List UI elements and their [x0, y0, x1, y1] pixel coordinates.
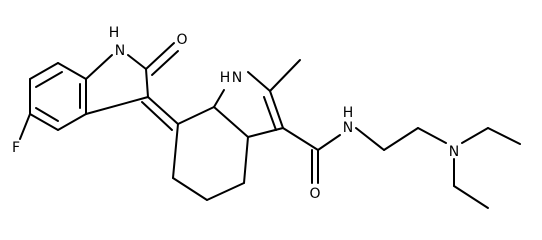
bond	[355, 127, 385, 151]
bond	[243, 136, 249, 184]
bond	[263, 96, 277, 131]
structure-diagram: H N O F H N N H O N	[12, 25, 521, 209]
bond	[461, 127, 489, 144]
bond	[417, 127, 447, 144]
bond	[269, 90, 284, 129]
bond	[57, 62, 87, 80]
bond	[247, 127, 284, 138]
bond	[177, 106, 215, 125]
bond	[206, 182, 245, 201]
bond	[151, 50, 179, 76]
bond	[29, 113, 59, 131]
bond	[85, 96, 149, 115]
bond	[213, 106, 249, 138]
bond	[213, 89, 225, 108]
bond	[57, 113, 87, 131]
atom-label-h: H	[343, 105, 354, 121]
bonds	[19, 42, 521, 209]
bond	[145, 68, 149, 98]
atom-label-o: O	[309, 186, 320, 202]
atom-label-n: N	[232, 70, 242, 86]
bond	[141, 101, 173, 131]
bond	[35, 71, 63, 88]
bond	[487, 127, 521, 145]
bond	[247, 71, 271, 92]
bond	[85, 54, 113, 80]
bond	[29, 62, 59, 80]
atom-label-n: N	[343, 120, 353, 136]
atom-labels: H N O F H N N H O N	[12, 25, 459, 202]
bond	[145, 42, 175, 70]
bond	[317, 134, 341, 151]
bond	[172, 123, 179, 179]
atom-label-h: H	[220, 70, 231, 86]
bond	[453, 185, 489, 209]
bond	[172, 177, 208, 201]
bond	[269, 59, 301, 92]
bond	[127, 54, 147, 70]
atom-label-h: H	[109, 25, 120, 41]
bond	[147, 96, 179, 125]
molecule-canvas: H N O F H N N H O N	[11, 25, 521, 209]
bond	[35, 107, 59, 122]
atom-label-n: N	[449, 144, 459, 160]
bond	[282, 127, 319, 151]
bond	[19, 113, 31, 140]
bond	[383, 127, 419, 151]
atom-label-f: F	[12, 140, 20, 156]
atom-label-n: N	[115, 43, 125, 59]
atom-label-o: O	[176, 32, 187, 48]
